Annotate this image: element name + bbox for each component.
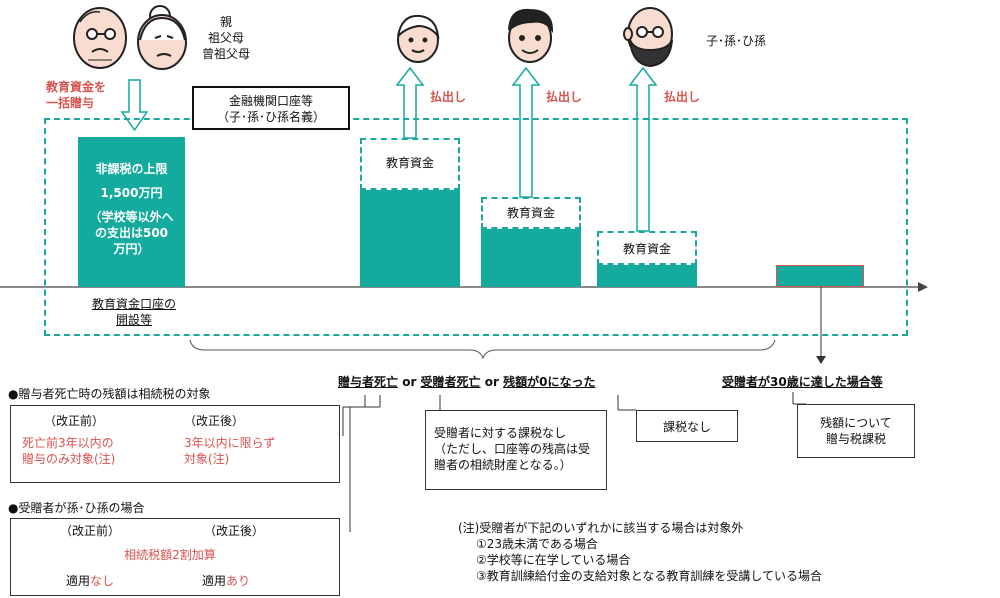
before-label-2: （改正前） xyxy=(60,524,121,538)
footnote: (注)受贈者が下記のいずれかに該当する場合は対象外 ①23歳未満である場合 ②学… xyxy=(458,521,823,583)
period-brace xyxy=(189,339,776,360)
fund-box-1: 教育資金 xyxy=(360,138,460,190)
receivers-label: 子･孫･ひ孫 xyxy=(706,34,767,48)
fund-bar-2 xyxy=(481,229,581,287)
no-tax-detail-box: 受贈者に対する課税なし（ただし、口座等の残高は受贈者の相続財産となる。） xyxy=(425,410,607,490)
young-man-icon xyxy=(508,8,554,63)
account-frame xyxy=(44,118,908,336)
remaining-balance-box xyxy=(776,265,864,287)
gift-arrow xyxy=(120,79,149,132)
bearded-man-icon xyxy=(623,7,673,68)
gift-label: 教育資金を一括贈与 xyxy=(46,80,107,110)
fund-bar-1 xyxy=(360,190,460,287)
fund-box-2: 教育資金 xyxy=(481,197,581,229)
open-account-label: 教育資金口座の開設等 xyxy=(91,297,176,327)
withdraw-arrow-2 xyxy=(511,66,541,198)
withdraw-label-2: 払出し xyxy=(546,90,583,104)
after-label-2: （改正後） xyxy=(204,524,265,538)
gift-tax-box: 残額について贈与税課税 xyxy=(797,404,915,458)
elderly-man-icon xyxy=(73,7,127,69)
death-compare-box xyxy=(10,405,340,483)
withdraw-label-1: 払出し xyxy=(430,90,467,104)
timeline-arrowhead xyxy=(918,282,928,292)
apply-after: 適用あり xyxy=(202,574,251,588)
withdraw-arrow-3 xyxy=(628,66,658,232)
givers-label: 親祖父母曾祖父母 xyxy=(201,15,250,61)
death-before-text: 死亡前3年以内の贈与のみ対象(注) xyxy=(22,436,116,466)
death-after-text: 3年以内に限らず対象(注) xyxy=(184,436,276,466)
no-tax-box: 課税なし xyxy=(636,410,738,442)
fund-bar-3 xyxy=(597,265,697,287)
death-title: ●贈与者死亡時の残額は相続税の対象 xyxy=(8,387,211,401)
withdraw-arrow-1 xyxy=(395,66,425,139)
elderly-woman-icon xyxy=(137,5,187,70)
grandchild-compare-box xyxy=(10,518,340,596)
end-condition-label: 贈与者死亡 or 受贈者死亡 or 残額が0になった xyxy=(338,375,596,389)
apply-before: 適用なし xyxy=(66,574,115,588)
age30-label: 受贈者が30歳に達した場合等 xyxy=(722,375,883,389)
child-icon xyxy=(397,14,440,63)
fund-box-3: 教育資金 xyxy=(597,231,697,265)
grandchild-title: ●受贈者が孫･ひ孫の場合 xyxy=(8,501,145,515)
before-label-1: （改正前） xyxy=(44,414,105,428)
after-label-1: （改正後） xyxy=(184,414,245,428)
surcharge-label: 相続税額2割加算 xyxy=(124,548,216,562)
tax-free-limit-box: 非課税の上限 1,500万円 （学校等以外へ の支出は500 万円） xyxy=(78,137,185,287)
account-label-box: 金融機関口座等（子･孫･ひ孫名義） xyxy=(192,86,350,130)
withdraw-label-3: 払出し xyxy=(664,90,701,104)
